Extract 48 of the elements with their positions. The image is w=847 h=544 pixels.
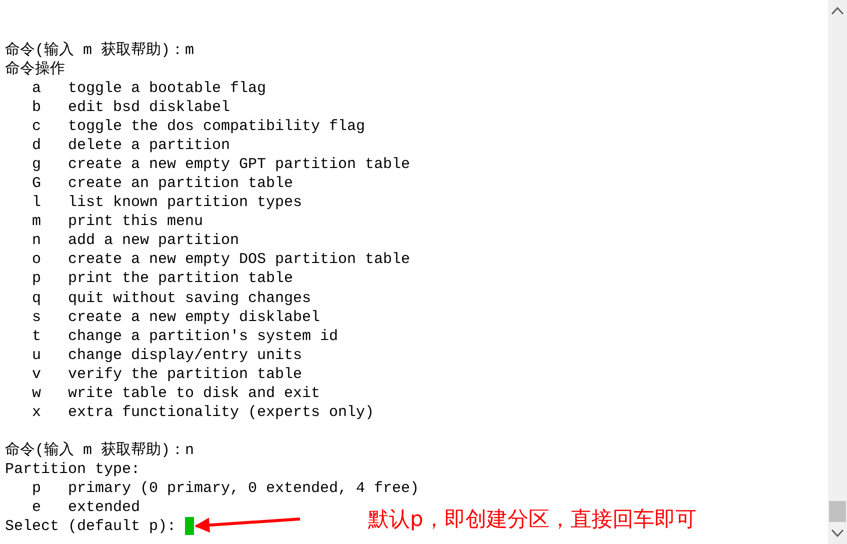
menu-description: verify the partition table	[68, 364, 302, 384]
terminal-line: 命令(输入 m 获取帮助)：m	[5, 41, 194, 60]
menu-key: g	[32, 155, 42, 174]
menu-description: create a new empty disklabel	[68, 308, 320, 327]
menu-key: t	[32, 326, 42, 346]
menu-description: print the partition table	[68, 269, 294, 288]
menu-key: o	[32, 250, 42, 270]
menu-description: toggle a bootable flag	[68, 79, 266, 98]
menu-description: delete a partition	[68, 136, 230, 156]
menu-key: x	[32, 402, 42, 422]
menu-key: e	[32, 498, 42, 517]
arrow	[194, 518, 300, 533]
menu-description: create a new empty GPT partition table	[68, 155, 410, 174]
menu-key: s	[32, 308, 42, 327]
menu-description: toggle the dos compatibility flag	[68, 117, 366, 136]
menu-key: w	[32, 384, 42, 403]
menu-description: extra functionality (experts only)	[68, 402, 374, 422]
menu-key: a	[32, 79, 42, 98]
menu-description: create a new empty DOS partition table	[68, 250, 410, 270]
menu-key: n	[32, 231, 42, 250]
menu-key: c	[32, 117, 42, 136]
menu-key: q	[32, 288, 42, 308]
menu-key: u	[32, 346, 42, 365]
terminal-line: 命令操作	[5, 60, 65, 80]
menu-description: quit without saving changes	[68, 288, 312, 308]
menu-key: v	[32, 364, 42, 384]
terminal-line: Select (default p):	[5, 517, 176, 536]
menu-description: change display/entry units	[68, 346, 302, 365]
menu-key: m	[32, 212, 42, 232]
terminal-line: 命令(输入 m 获取帮助)：n	[5, 440, 194, 460]
text-cursor	[185, 517, 194, 535]
menu-key: p	[32, 269, 42, 288]
menu-description: print this menu	[68, 212, 204, 232]
menu-key: G	[32, 174, 42, 194]
menu-description: primary (0 primary, 0 extended, 4 free)	[68, 478, 420, 498]
menu-description: change a partition's system id	[68, 326, 338, 346]
menu-description: extended	[68, 498, 140, 517]
menu-key: d	[32, 136, 42, 156]
menu-key: l	[32, 193, 42, 212]
annotation-text: 默认p，即创建分区，直接回车即可	[368, 505, 696, 533]
menu-description: edit bsd disklabel	[68, 98, 230, 118]
menu-description: write table to disk and exit	[68, 384, 320, 403]
menu-description: list known partition types	[68, 193, 302, 212]
menu-description: create an partition table	[68, 174, 294, 194]
menu-key: b	[32, 98, 42, 118]
menu-key: p	[32, 478, 42, 498]
terminal-line: Partition type:	[5, 460, 140, 479]
menu-description: add a new partition	[68, 231, 240, 250]
